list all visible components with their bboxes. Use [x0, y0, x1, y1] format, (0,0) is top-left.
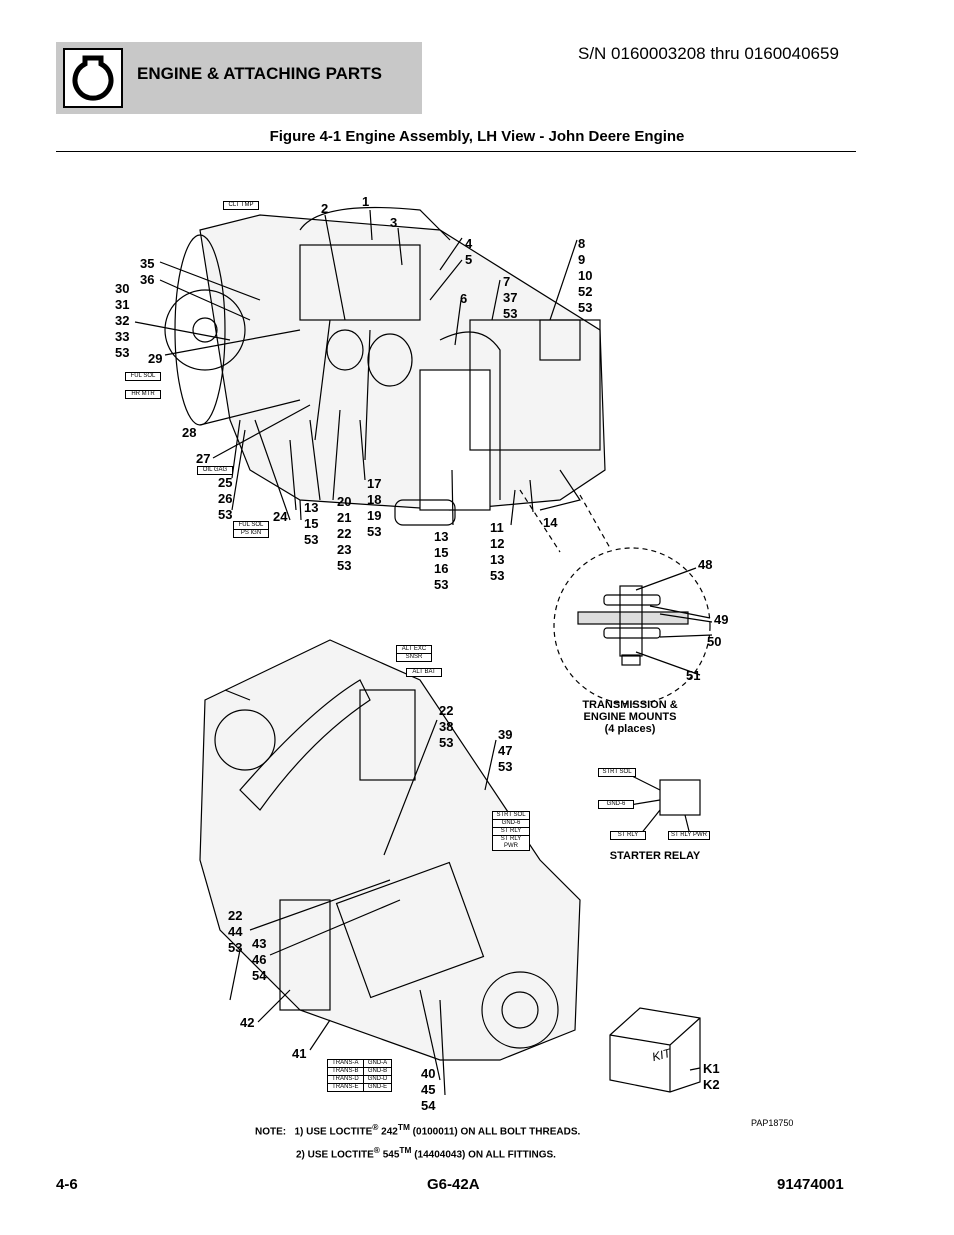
callout-42: 42	[240, 1015, 255, 1030]
callout-k1-k2: K1 K2	[703, 1061, 720, 1092]
reg-mark: ®	[372, 1122, 379, 1132]
callout-20-53: 20 21 22 23 53	[337, 494, 352, 573]
callout-28: 28	[182, 425, 197, 440]
callout-22-44-53: 22 44 53	[228, 908, 243, 955]
section-title: ENGINE & ATTACHING PARTS	[137, 64, 382, 83]
tag-clt-tmp: CLT TMP	[223, 201, 259, 210]
relay-tag-st-rly-pwr: ST RLY PWR	[668, 831, 710, 840]
note-text: 1) USE LOCTITE	[294, 1126, 373, 1138]
tag-ps-ign: PS IGN	[233, 529, 269, 538]
figure-title: Figure 4-1 Engine Assembly, LH View - Jo…	[269, 128, 685, 145]
callout-17-53: 17 18 19 53	[367, 476, 382, 539]
tag-oil-gag: OIL GAG	[197, 466, 233, 475]
table-cell: TRANS-E	[327, 1083, 364, 1092]
callout-13-16-53: 13 15 16 53	[434, 529, 449, 592]
callout-13-15-53: 13 15 53	[304, 500, 319, 547]
callout-25-53: 25 26 53	[218, 475, 233, 522]
note-line-2: 2) USE LOCTITE® 545TM (14404043) ON ALL …	[255, 1141, 580, 1164]
note-text: (0100011) ON ALL BOLT THREADS.	[412, 1126, 581, 1138]
callout-40-45-54: 40 45 54	[421, 1066, 436, 1113]
table-cell: GND-D	[362, 1075, 393, 1084]
note-line-1: NOTE: 1) USE LOCTITE® 242TM (0100011) ON…	[255, 1118, 580, 1141]
callout-41: 41	[292, 1046, 307, 1061]
tag-hr-mtr: HR MTR	[125, 390, 161, 399]
note-label: NOTE:	[255, 1126, 287, 1138]
serial-range: S/N 0160003208 thru 0160040659	[578, 44, 839, 63]
note-text: (14404043) ON ALL FITTINGS.	[414, 1149, 556, 1161]
callout-48: 48	[698, 557, 713, 572]
table-cell: TRANS-D	[327, 1075, 364, 1084]
page-number: 4-6	[56, 1176, 78, 1193]
callout-24: 24	[273, 509, 288, 524]
note-text: 545	[382, 1149, 400, 1161]
table-cell: GND-A	[362, 1059, 393, 1068]
callout-39-47-53: 39 47 53	[498, 727, 513, 774]
callout-14: 14	[543, 515, 558, 530]
note-text: 2) USE LOCTITE	[296, 1149, 374, 1161]
drawing-number: PAP18750	[751, 1118, 794, 1128]
callout-11-53: 11 12 13 53	[490, 520, 505, 583]
callout-4-5: 4 5	[465, 236, 473, 267]
relay-tag-st-rly: ST RLY	[610, 831, 646, 840]
tm-mark: TM	[397, 1122, 410, 1132]
mount-caption: TRANSMISSION & ENGINE MOUNTS (4 places)	[582, 699, 678, 735]
callout-2: 2	[321, 201, 329, 216]
table-cell: TRANS-B	[327, 1067, 364, 1076]
callout-22-38-53: 22 38 53	[439, 703, 454, 750]
callout-1: 1	[362, 194, 370, 209]
table-cell: TRANS-A	[327, 1059, 364, 1068]
loctite-note: NOTE: 1) USE LOCTITE® 242TM (0100011) ON…	[255, 1118, 580, 1165]
relay-tag-strt-sol: STRT SOL	[598, 768, 636, 777]
callout-43-46-54: 43 46 54	[252, 936, 267, 983]
callout-29: 29	[148, 351, 163, 366]
note-text: 242	[381, 1126, 398, 1138]
callout-3: 3	[390, 215, 398, 230]
callout-49: 49	[714, 612, 729, 627]
table-cell: GND-E	[362, 1083, 393, 1092]
callout-27: 27	[196, 451, 211, 466]
callout-8-53: 8 9 10 52 53	[578, 236, 593, 315]
tag-st-rly-pwr: ST RLY PWR	[492, 835, 530, 851]
tm-mark: TM	[399, 1145, 412, 1156]
relay-tag-gnd-6: GND-6	[598, 800, 634, 809]
title-rule	[56, 151, 856, 152]
callout-35-36: 35 36	[140, 256, 155, 287]
callout-51: 51	[686, 668, 701, 683]
model-number: G6-42A	[427, 1176, 480, 1193]
callout-50: 50	[707, 634, 722, 649]
starter-relay-caption: STARTER RELAY	[609, 850, 701, 862]
callout-30-53: 30 31 32 33 53	[115, 281, 130, 360]
engine-icon	[63, 48, 123, 108]
callout-7-37-53: 7 37 53	[503, 274, 518, 321]
table-cell: GND-B	[362, 1067, 393, 1076]
tag-ful-sol: FUL SOL	[125, 372, 161, 381]
document-number: 91474001	[777, 1176, 844, 1193]
tag-alt-bat: ALT BAT	[406, 668, 442, 677]
reg-mark: ®	[373, 1145, 380, 1156]
tag-snsr: SNSR	[396, 653, 432, 662]
callout-6: 6	[460, 291, 468, 306]
